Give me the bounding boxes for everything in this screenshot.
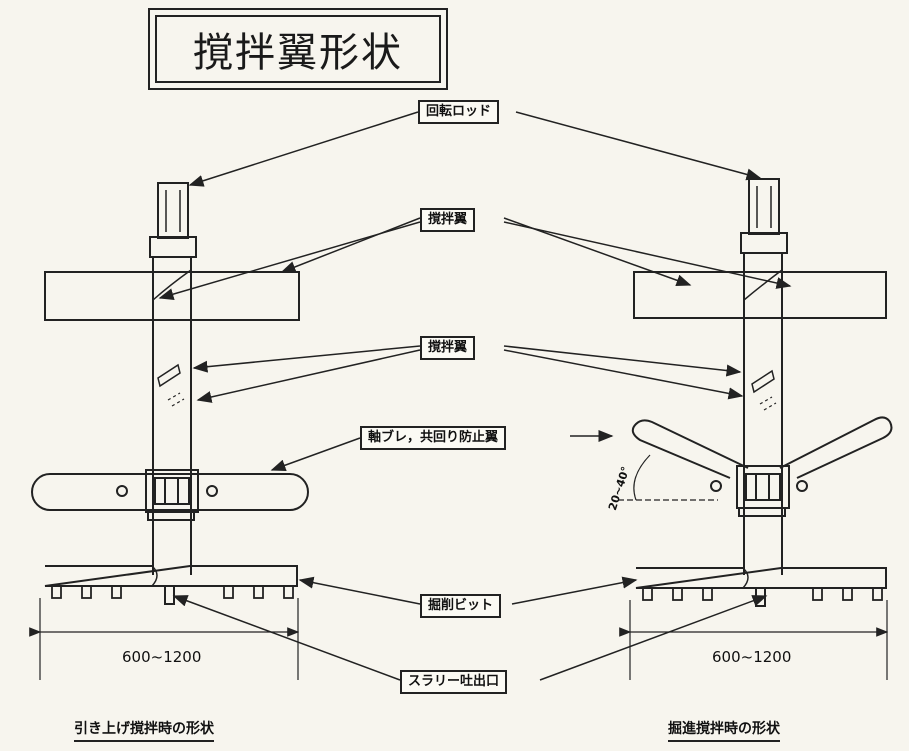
title-frame: 撹拌翼形状 (148, 8, 448, 90)
label-mixing-blade-mid: 撹拌翼 (420, 336, 476, 360)
label-anti-corotation-blade: 軸ブレ，共回り防止翼 (360, 426, 507, 450)
page-title: 撹拌翼形状 (155, 15, 441, 83)
leader-lines (158, 111, 792, 681)
label-rotating-rod: 回転ロッド (418, 100, 500, 124)
right-mixing-tool (618, 178, 893, 680)
label-slurry-outlet: スラリー吐出口 (400, 670, 508, 694)
label-mixing-blade-upper: 撹拌翼 (420, 208, 476, 232)
dimension-right-width: 600~1200 (712, 648, 792, 666)
left-mixing-tool (29, 182, 309, 680)
caption-left: 引き上げ撹拌時の形状 (74, 718, 214, 742)
dimension-left-width: 600~1200 (122, 648, 202, 666)
label-drilling-bit: 掘削ビット (420, 594, 502, 618)
caption-right: 掘進撹拌時の形状 (668, 718, 780, 742)
